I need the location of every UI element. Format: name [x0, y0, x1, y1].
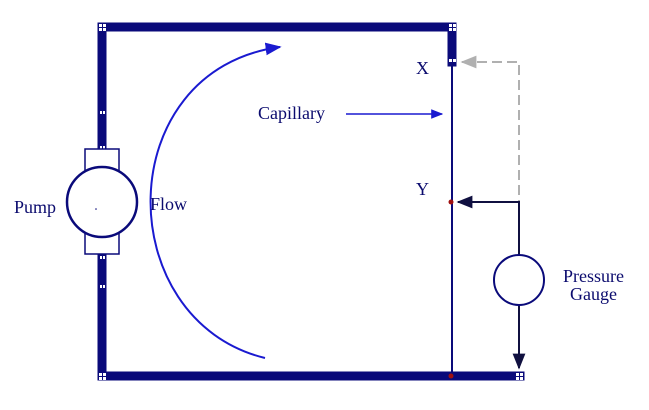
capillary-label: Capillary	[258, 103, 325, 123]
gauge-line-to-y	[456, 195, 520, 255]
pump-label: Pump	[14, 197, 56, 217]
gauge-label-line1: Pressure	[563, 266, 624, 286]
point-x-label: X	[416, 58, 429, 78]
junction-dot-bottom	[448, 373, 454, 379]
junction-dot-y	[448, 199, 454, 205]
point-y-label: Y	[416, 179, 429, 199]
flow-label: Flow	[150, 194, 187, 214]
pump-center-dot	[95, 208, 97, 210]
pipe-joints	[99, 24, 523, 380]
flow-arrow	[149, 42, 282, 359]
pressure-gauge	[493, 254, 545, 306]
gauge-dashed-line-to-x	[460, 55, 520, 255]
pump	[65, 148, 139, 255]
pump-body	[65, 165, 139, 239]
gauge-label-line2: Gauge	[570, 284, 617, 304]
gauge-connections	[456, 55, 526, 370]
